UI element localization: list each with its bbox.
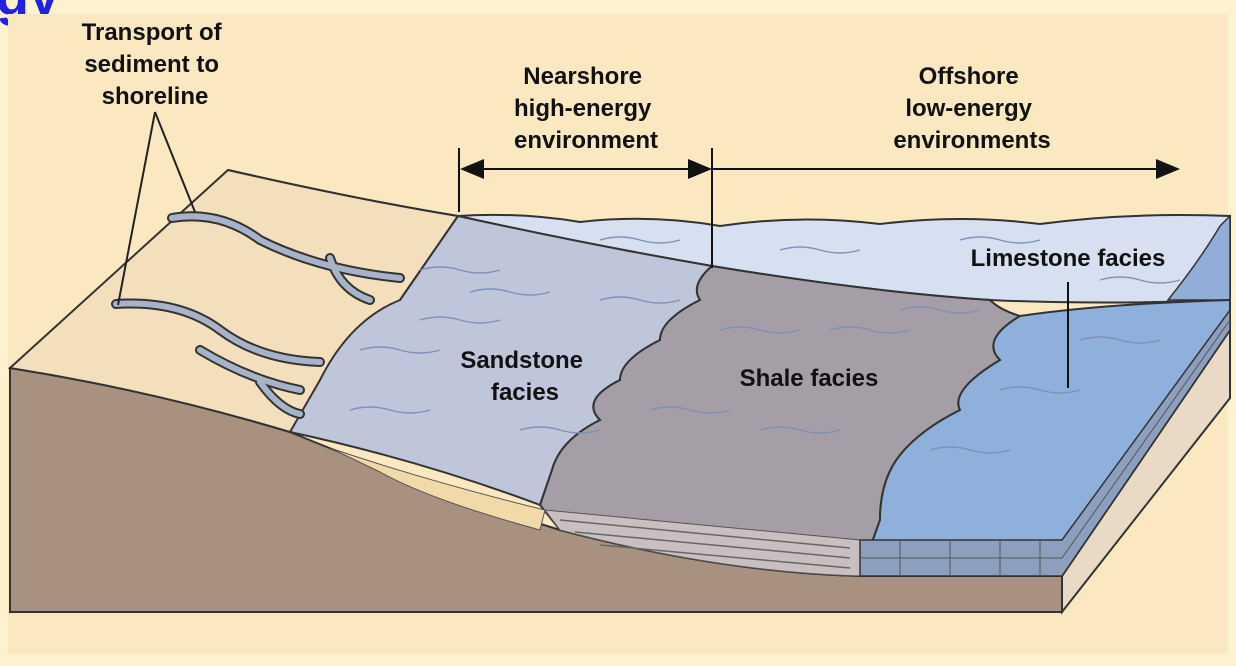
shale-layer-lines: [559, 519, 851, 569]
limestone-brick-lines: [860, 319, 1231, 576]
label-nearshore: Nearshore high-energy environment: [514, 63, 658, 154]
label-limestone: Limestone facies: [971, 245, 1166, 272]
wave-marks: [349, 236, 1181, 454]
label-shale: Shale facies: [740, 365, 879, 392]
label-sandstone: Sandstone facies: [460, 347, 589, 406]
limestone-layer: [859, 307, 1231, 577]
label-offshore: Offshore low-energy environments: [893, 63, 1050, 154]
sand-layer: [329, 447, 546, 531]
label-transport: Transport of sediment to shoreline: [82, 19, 229, 110]
transport-pointers: [117, 111, 196, 306]
river-channels-fill: [113, 213, 403, 417]
limestone-zone: [858, 298, 1231, 577]
water-right-face: [1166, 214, 1231, 301]
block-top-edge: [227, 169, 459, 217]
